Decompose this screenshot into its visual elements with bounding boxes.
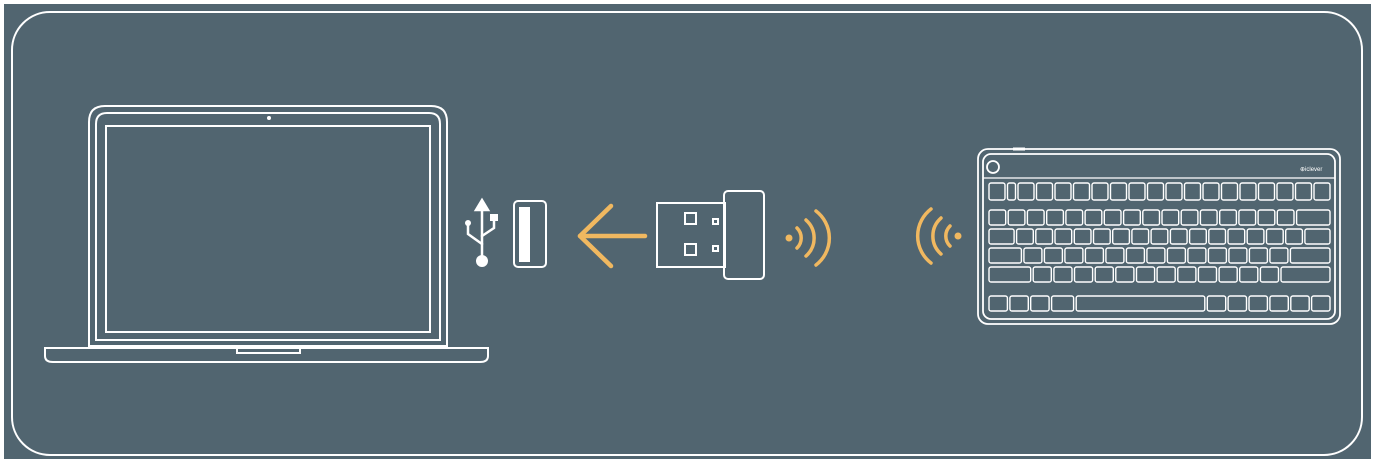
background-panel <box>4 4 1371 459</box>
keyboard-logo: ⊕iclever <box>1300 167 1322 173</box>
